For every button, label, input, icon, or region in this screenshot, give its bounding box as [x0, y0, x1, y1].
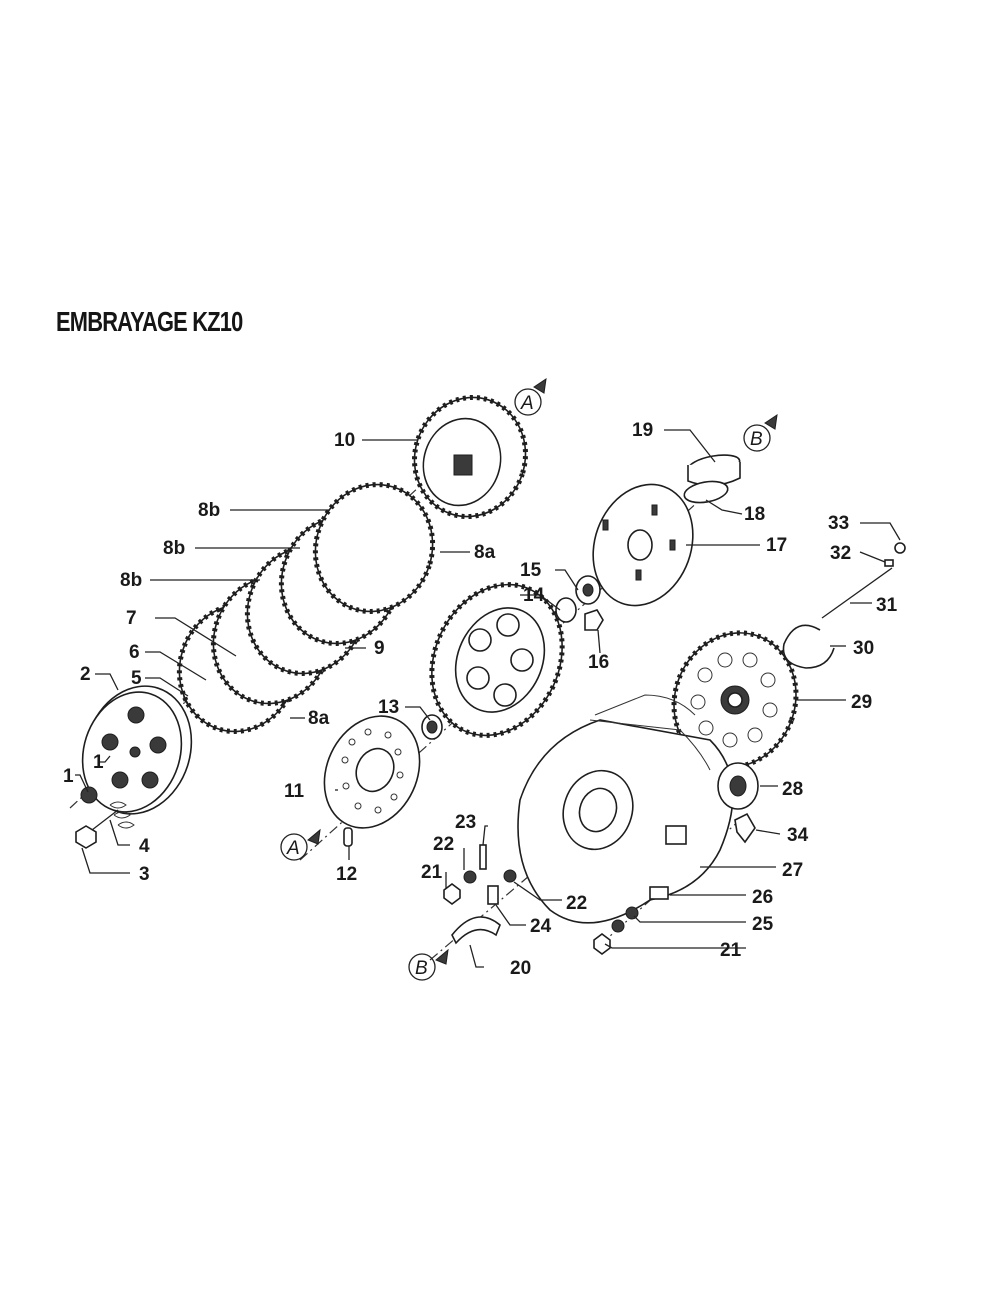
leader-lines: [75, 429, 901, 968]
callout-11: 11: [284, 781, 305, 802]
pressure-plate: [81, 685, 193, 815]
callout-12: 12: [336, 864, 357, 885]
clutch-basket-gear: [412, 394, 528, 520]
clutch-cable-pin: [821, 542, 906, 619]
callout-23: 23: [455, 812, 476, 833]
callout-1: 1: [93, 752, 104, 773]
callout-3: 3: [139, 864, 150, 885]
ref-a-top: A: [520, 393, 534, 414]
reference-markers: [280, 377, 778, 981]
ref-a-bottom: A: [286, 838, 300, 859]
callout-16: 16: [588, 652, 609, 673]
clutch-plate-stack: [176, 482, 436, 734]
callout-8b: 8b: [163, 538, 185, 559]
callout-34: 34: [787, 825, 809, 846]
callout-5: 5: [131, 668, 142, 689]
callout-10: 10: [334, 430, 355, 451]
primary-disc: [592, 483, 694, 607]
callout-27: 27: [782, 860, 803, 881]
reference-labels: A A B B: [286, 393, 763, 979]
callout-32: 32: [830, 543, 851, 564]
clutch-hub: [429, 582, 565, 738]
callout-26: 26: [752, 887, 773, 908]
callout-labels: 1 1 2 3 4 5 6 7 8b 8b 8b 8a 8a 9 10 11 1…: [63, 420, 898, 979]
callout-2: 2: [80, 664, 91, 685]
callout-9: 9: [374, 638, 385, 659]
callout-31: 31: [876, 595, 898, 616]
callout-1: 1: [63, 766, 74, 787]
cover-fasteners: [443, 844, 669, 955]
callout-33: 33: [828, 513, 849, 534]
callout-8a: 8a: [308, 708, 330, 729]
callout-7: 7: [126, 608, 137, 629]
ref-b-top: B: [750, 429, 763, 450]
callout-22: 22: [566, 893, 587, 914]
bolt-spring-set: [75, 786, 135, 849]
callout-15: 15: [520, 560, 542, 581]
clutch-boss-plate: [323, 715, 421, 829]
callout-8a: 8a: [474, 542, 496, 563]
ref-b-bottom: B: [415, 958, 428, 979]
callout-21: 21: [720, 940, 742, 961]
pin: [343, 827, 353, 847]
callout-13: 13: [378, 697, 399, 718]
release-lever: [734, 812, 756, 844]
callout-22: 22: [433, 834, 454, 855]
callout-28: 28: [782, 779, 803, 800]
callout-29: 29: [851, 692, 872, 713]
clutch-cover: [517, 694, 734, 924]
callout-8b: 8b: [120, 570, 142, 591]
callout-8b: 8b: [198, 500, 220, 521]
callout-17: 17: [766, 535, 787, 556]
callout-21: 21: [421, 862, 443, 883]
starter-gear: [671, 630, 799, 770]
callout-6: 6: [129, 642, 140, 663]
bearing-rings: [683, 454, 741, 504]
circlip: [782, 624, 835, 669]
callout-4: 4: [139, 836, 150, 857]
hub-nut-washer: [555, 575, 604, 631]
callout-25: 25: [752, 914, 774, 935]
callout-24: 24: [530, 916, 552, 937]
callout-20: 20: [510, 958, 531, 979]
callout-19: 19: [632, 420, 653, 441]
callout-30: 30: [853, 638, 874, 659]
bearing: [717, 762, 759, 810]
callout-14: 14: [523, 585, 545, 606]
page-title: EMBRAYAGE KZ10: [56, 306, 243, 337]
bushing: [421, 714, 443, 740]
callout-18: 18: [744, 504, 765, 525]
